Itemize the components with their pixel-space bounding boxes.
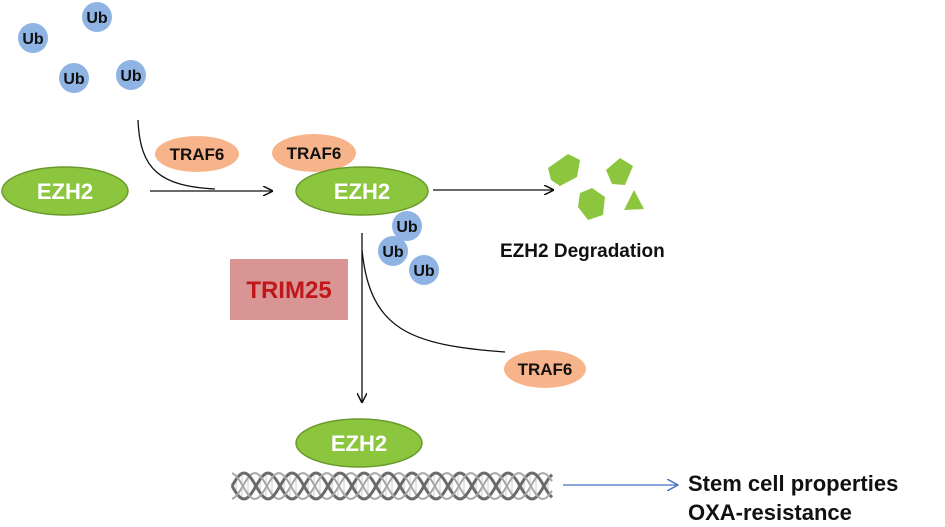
traf6-released: TRAF6 <box>504 350 586 388</box>
trim25-box: TRIM25 <box>230 259 348 320</box>
ub-chain: Ub <box>409 255 439 285</box>
svg-text:Ub: Ub <box>86 10 108 27</box>
svg-text:EZH2: EZH2 <box>331 431 387 456</box>
svg-text:EZH2: EZH2 <box>37 179 93 204</box>
ub-molecule: Ub <box>116 60 146 90</box>
ub-chain: Ub <box>378 236 408 266</box>
dna-strand <box>231 472 553 500</box>
ub-chain: Ub <box>392 211 422 241</box>
ezh2-ubiquitinated: EZH2 <box>295 166 429 216</box>
degradation-label: EZH2 Degradation <box>500 241 665 262</box>
dna-helix-icon <box>230 471 554 501</box>
svg-text:Ub: Ub <box>396 219 418 236</box>
svg-text:EZH2: EZH2 <box>334 179 390 204</box>
svg-text:TRIM25: TRIM25 <box>246 277 331 304</box>
svg-text:Ub: Ub <box>22 31 44 48</box>
ub-molecule: Ub <box>82 2 112 32</box>
traf6-release-curve <box>361 249 506 353</box>
ezh2-nuclear: EZH2 <box>295 418 423 468</box>
svg-text:TRAF6: TRAF6 <box>170 145 225 164</box>
outcome-oxa-resistance: OXA-resistance <box>688 500 852 525</box>
traf6-bound: TRAF6 <box>272 134 356 172</box>
svg-text:Ub: Ub <box>382 244 404 261</box>
svg-text:TRAF6: TRAF6 <box>287 144 342 163</box>
traf6-enzyme: TRAF6 <box>155 136 239 172</box>
svg-text:Ub: Ub <box>413 263 435 280</box>
svg-text:Ub: Ub <box>120 68 142 85</box>
ezh2-protein: EZH2 <box>1 166 129 216</box>
degradation-fragments <box>548 154 644 220</box>
dna-strand <box>231 472 553 500</box>
ubiquitination-curve <box>137 119 216 190</box>
svg-text:Ub: Ub <box>63 71 85 88</box>
outcome-stem-cell: Stem cell properties <box>688 471 898 496</box>
ub-molecule: Ub <box>18 23 48 53</box>
ub-molecule: Ub <box>59 63 89 93</box>
svg-text:TRAF6: TRAF6 <box>518 360 573 379</box>
